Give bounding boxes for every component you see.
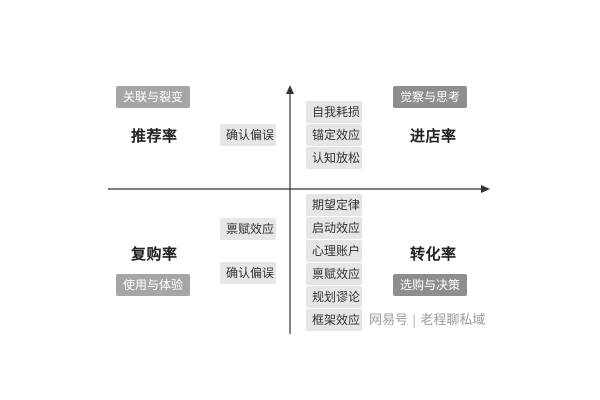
effect-tag: 自我耗损 [306,101,362,123]
horizontal-axis-arrow [481,185,490,193]
title-top-left: 推荐率 [131,127,178,145]
watermark: 网易号|老程聊私域 [369,309,485,328]
effect-tag: 锚定效应 [306,124,362,146]
watermark-separator: | [412,313,417,328]
effect-tag: 心理账户 [306,240,362,262]
title-top-right: 进店率 [410,127,457,145]
effect-tag: 认知放松 [306,147,362,169]
badge-bottom-right: 选购与决策 [393,274,467,296]
effect-tag: 启动效应 [306,217,362,239]
effect-tag: 确认偏误 [220,262,276,284]
title-bottom-right: 转化率 [410,245,457,263]
effect-tag: 规划谬论 [306,286,362,308]
badge-bottom-left: 使用与体验 [116,274,190,296]
watermark-author: 老程聊私域 [420,313,486,328]
effect-tag: 期望定律 [306,194,362,216]
effect-tag: 禀赋效应 [220,218,276,240]
badge-top-left: 关联与裂变 [116,86,190,108]
watermark-brand: 网易号 [369,313,409,328]
badge-top-right: 觉察与思考 [393,86,467,108]
effect-tag: 禀赋效应 [306,263,362,285]
effect-tag: 确认偏误 [220,124,276,146]
vertical-axis-arrow [286,85,294,94]
title-bottom-left: 复购率 [131,245,178,263]
effect-tag: 框架效应 [306,309,362,331]
